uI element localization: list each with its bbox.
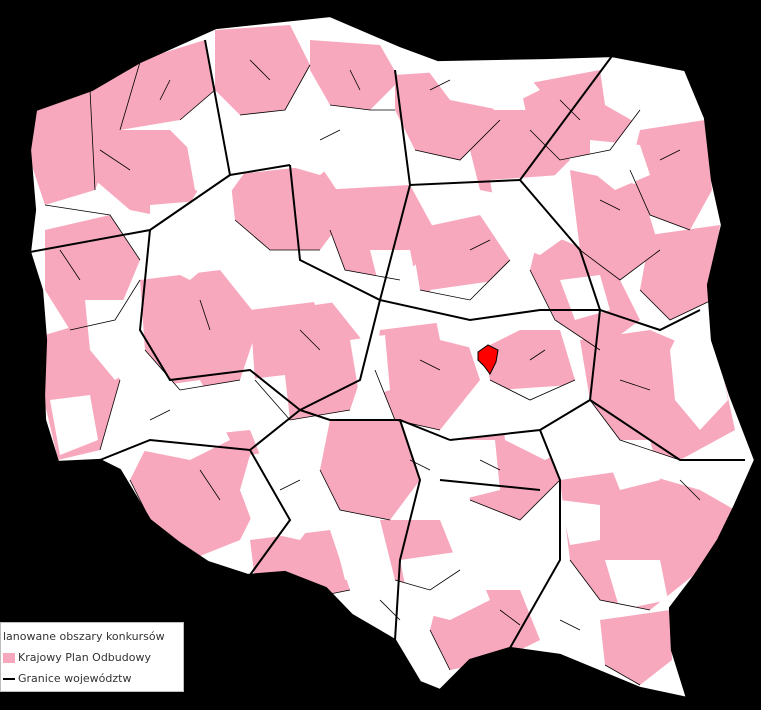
map-legend: lanowane obszary konkursów Krajowy Plan … bbox=[0, 622, 184, 692]
warsaw-highlight bbox=[477, 344, 499, 375]
non-kpo-areas bbox=[50, 55, 728, 655]
legend-label-planned: lanowane obszary konkursów bbox=[3, 630, 165, 643]
county-layer bbox=[30, 25, 745, 686]
legend-item-planned: lanowane obszary konkursów bbox=[3, 629, 165, 645]
legend-label-borders: Granice województw bbox=[18, 672, 132, 685]
legend-item-borders: Granice województw bbox=[3, 671, 131, 687]
border-line-icon bbox=[3, 678, 15, 680]
legend-label-kpo: Krajowy Plan Odbudowy bbox=[18, 651, 151, 664]
voivodeship-borders bbox=[30, 39, 745, 649]
legend-item-kpo: Krajowy Plan Odbudowy bbox=[3, 650, 151, 666]
pink-swatch-icon bbox=[3, 653, 15, 663]
